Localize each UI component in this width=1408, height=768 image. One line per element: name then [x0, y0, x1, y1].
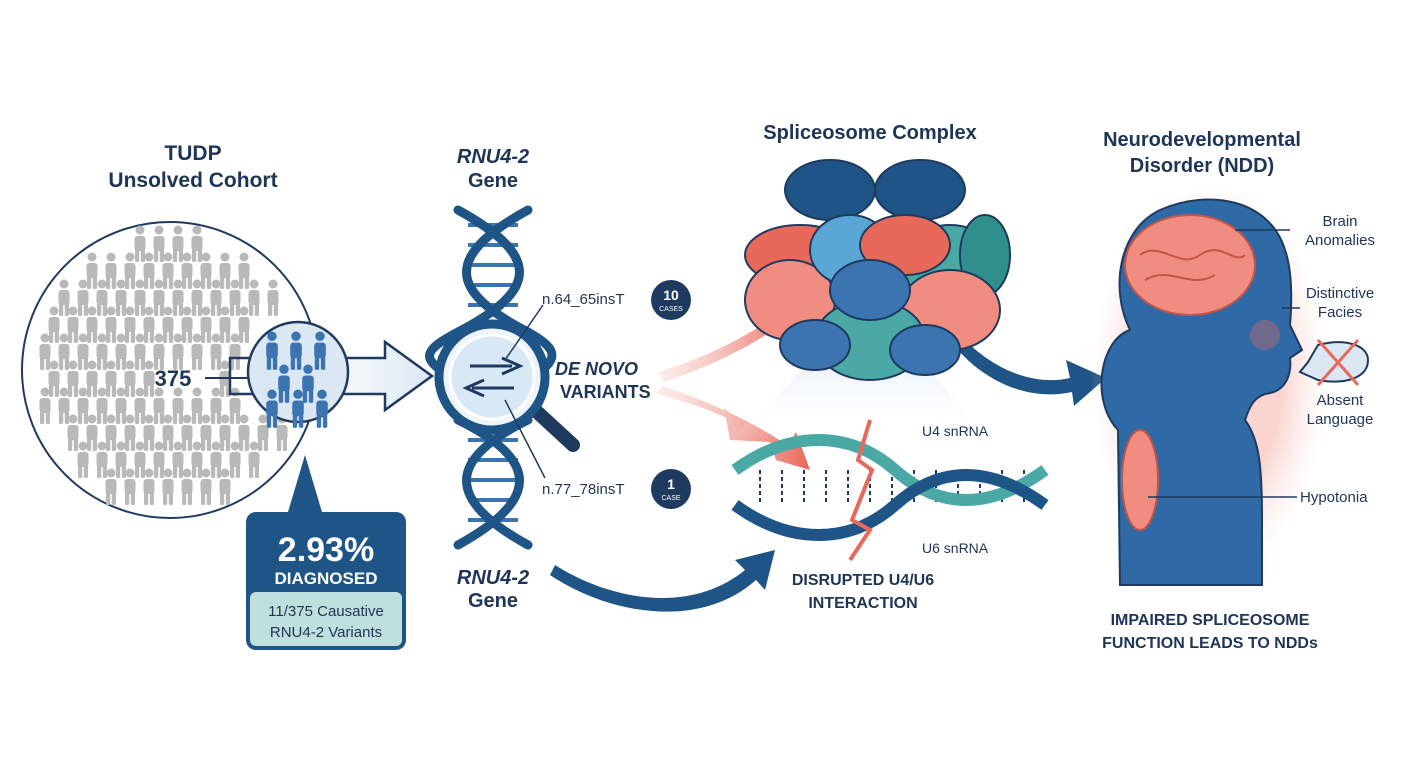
ndd-section: Neurodevelopmental Disorder (NDD) Brain …	[1090, 129, 1375, 652]
spliceosome-to-ndd-arrow	[958, 340, 1106, 406]
variant-a-leader	[504, 304, 544, 361]
variant-a-unit: CASES	[659, 306, 683, 313]
gene-name-top: RNU4-2	[457, 146, 529, 168]
flow-arrows	[550, 304, 1106, 612]
callout-detail-line1: 11/375 Causative	[268, 603, 384, 620]
disrupted-line1: DISRUPTED U4/U6	[792, 572, 934, 589]
gene-to-rna-arrow	[550, 550, 775, 612]
absent-language-icon	[1298, 339, 1370, 386]
ndd-title-line2: Disorder (NDD)	[1130, 155, 1274, 177]
dna-helix-icon	[425, 205, 557, 550]
gene-suffix-bottom: Gene	[468, 590, 518, 612]
brain-label-line1: Brain	[1322, 213, 1357, 230]
spliceosome-section: Spliceosome Complex U4 snRNA U6 snRNA	[730, 122, 1049, 612]
facies-label-line1: Distinctive	[1306, 285, 1374, 302]
gene-name-bottom: RNU4-2	[457, 567, 529, 589]
cohort-section: TUDP Unsolved Cohort 375 2.93% DIAGNOSED…	[21, 142, 435, 650]
callout-pointer	[288, 455, 322, 512]
callout-detail-line2: RNU4-2 Variants	[270, 624, 382, 641]
u4-label: U4 snRNA	[922, 423, 989, 439]
conclusion-line2: FUNCTION LEADS TO NDDs	[1102, 635, 1318, 652]
facies-label-line2: Facies	[1318, 304, 1362, 321]
disrupted-line2: INTERACTION	[808, 595, 917, 612]
de-novo-line1: DE NOVO	[555, 359, 638, 379]
brain-label-line2: Anomalies	[1305, 232, 1375, 249]
person-icon	[316, 389, 328, 428]
variants-to-rna-arrow	[656, 386, 810, 470]
ndd-title-line1: Neurodevelopmental	[1103, 129, 1301, 151]
u6-label: U6 snRNA	[922, 540, 989, 556]
cohort-count: 375	[155, 366, 192, 391]
gene-section: RNU4-2 Gene n.64_65insT 10 CASES n.77_78…	[425, 146, 691, 612]
variants-to-spliceosome-arrow	[658, 304, 800, 382]
callout-detail-panel	[250, 592, 402, 646]
u4-u6-rna-helix-icon	[731, 419, 1049, 562]
variant-b-leader	[504, 399, 546, 479]
language-label-line1: Absent	[1317, 392, 1365, 409]
child-silhouette-icon	[1090, 180, 1330, 586]
de-novo-line2: VARIANTS	[560, 382, 651, 402]
hypotonia-label: Hypotonia	[1300, 489, 1368, 506]
zoom-beam	[730, 330, 990, 440]
diagnosed-label: DIAGNOSED	[275, 569, 378, 588]
spliceosome-title: Spliceosome Complex	[763, 122, 976, 144]
cohort-title-line2: Unsolved Cohort	[108, 169, 277, 192]
variant-b-label: n.77_78insT	[542, 481, 625, 498]
variant-a-badge	[651, 280, 691, 320]
language-label-line2: Language	[1307, 411, 1374, 428]
variant-b-count: 1	[667, 476, 675, 492]
spliceosome-complex-icon	[744, 159, 1011, 381]
variant-a-label: n.64_65insT	[542, 291, 625, 308]
conclusion-line1: IMPAIRED SPLICEOSOME	[1111, 612, 1310, 629]
gene-suffix-top: Gene	[468, 170, 518, 192]
variant-a-count: 10	[663, 287, 679, 303]
diagnosed-percent: 2.93%	[278, 531, 374, 569]
variant-b-badge	[651, 469, 691, 509]
magnifying-glass-icon	[434, 319, 580, 452]
cohort-title-line1: TUDP	[164, 142, 221, 165]
variant-b-unit: CASE	[661, 495, 680, 502]
